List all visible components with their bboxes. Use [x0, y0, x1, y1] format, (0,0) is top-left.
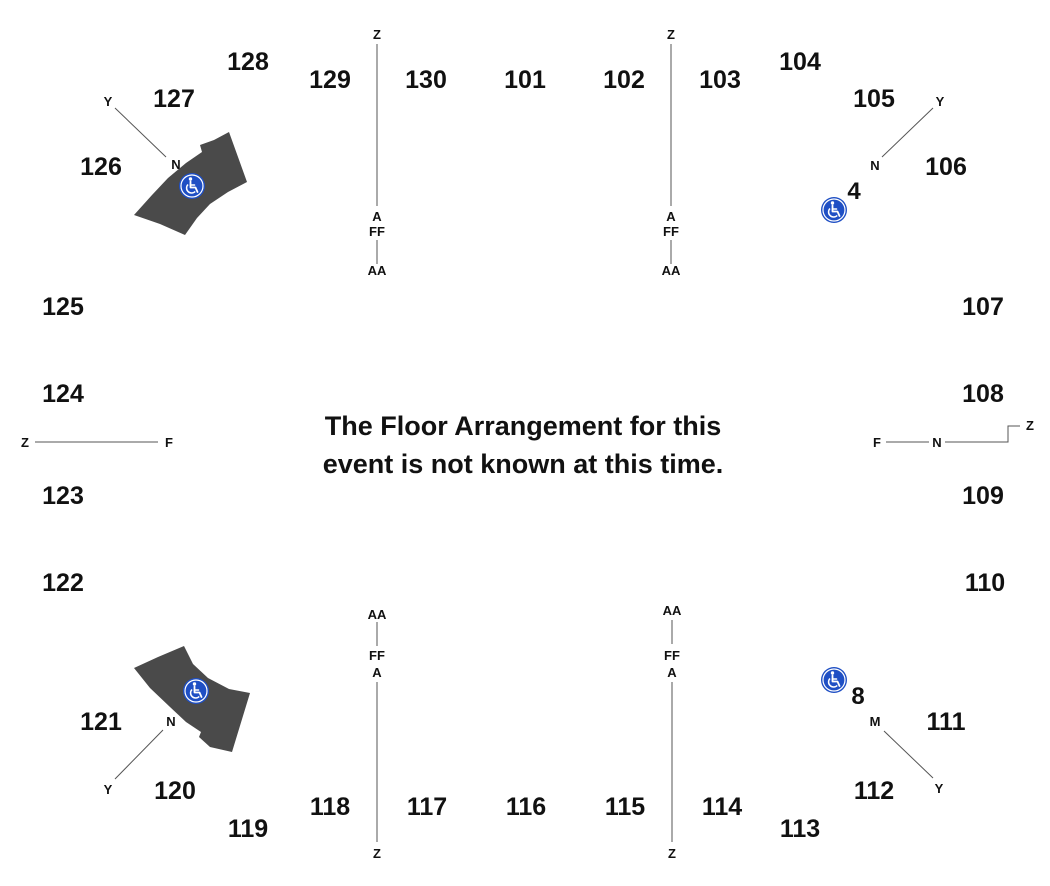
wheelchair-accessible-icon[interactable]	[820, 196, 848, 224]
row-label-z: Z	[373, 846, 381, 861]
row-label-z: Z	[373, 27, 381, 42]
section-122[interactable]: 122	[42, 569, 84, 597]
row-guide-line	[114, 107, 167, 158]
row-label-ff: FF	[663, 224, 679, 239]
row-label-a: A	[372, 665, 382, 680]
wheelchair-accessible-icon	[182, 677, 210, 705]
row-label-aa: AA	[368, 263, 387, 278]
row-label-z: Z	[668, 846, 676, 861]
row-label-aa: AA	[368, 607, 387, 622]
row-label-aa: AA	[662, 263, 681, 278]
row-guide-line	[945, 425, 1020, 443]
section-130[interactable]: 130	[405, 66, 447, 94]
row-label-a: A	[667, 665, 677, 680]
section-120[interactable]: 120	[154, 777, 196, 805]
section-110[interactable]: 110	[965, 569, 1005, 597]
row-label-f: F	[873, 435, 881, 450]
row-label-z: Z	[1026, 418, 1034, 433]
section-101[interactable]: 101	[504, 66, 546, 94]
row-label-a: A	[666, 209, 676, 224]
section-129[interactable]: 129	[309, 66, 351, 94]
section-113[interactable]: 113	[780, 815, 820, 843]
row-label-z: Z	[21, 435, 29, 450]
section-108[interactable]: 108	[962, 380, 1004, 408]
section-119[interactable]: 119	[228, 815, 268, 843]
row-label-z: Z	[667, 27, 675, 42]
section-104[interactable]: 104	[779, 48, 821, 76]
floor-message-line-2: event is not known at this time.	[323, 449, 724, 479]
row-label-y: Y	[104, 782, 113, 797]
section-112[interactable]: 112	[854, 777, 894, 805]
section-103[interactable]: 103	[699, 66, 741, 94]
row-label-aa: AA	[663, 603, 682, 618]
section-114[interactable]: 114	[702, 793, 742, 821]
row-guide-line	[114, 729, 164, 780]
wheelchair-accessible-icon	[178, 172, 206, 200]
accessible-area-4[interactable]: 4	[847, 178, 861, 205]
row-label-n: N	[932, 435, 941, 450]
wheelchair-accessible-icon[interactable]	[820, 666, 848, 694]
row-guide-line	[881, 107, 934, 158]
row-label-f: F	[165, 435, 173, 450]
section-116[interactable]: 116	[506, 793, 546, 821]
accessible-area-8[interactable]: 8	[851, 683, 864, 710]
section-117[interactable]: 117	[407, 793, 447, 821]
section-126[interactable]: 126	[80, 153, 122, 181]
section-107[interactable]: 107	[962, 293, 1004, 321]
section-127[interactable]: 127	[153, 85, 195, 113]
row-label-ff: FF	[664, 648, 680, 663]
row-label-y: Y	[935, 781, 944, 796]
section-106[interactable]: 106	[925, 153, 967, 181]
row-label-a: A	[372, 209, 382, 224]
row-label-ff: FF	[369, 224, 385, 239]
row-label-n: N	[166, 714, 175, 729]
section-102[interactable]: 102	[603, 66, 645, 94]
row-label-n: N	[870, 158, 879, 173]
row-label-y: Y	[104, 94, 113, 109]
section-124[interactable]: 124	[42, 380, 84, 408]
row-label-m: M	[870, 714, 881, 729]
section-105[interactable]: 105	[853, 85, 895, 113]
floor-message-line-1: The Floor Arrangement for this	[325, 411, 722, 441]
row-guide-line	[883, 730, 934, 779]
section-111[interactable]: 111	[927, 708, 966, 736]
section-109[interactable]: 109	[962, 482, 1004, 510]
section-123[interactable]: 123	[42, 482, 84, 510]
row-label-y: Y	[936, 94, 945, 109]
row-label-ff: FF	[369, 648, 385, 663]
section-118[interactable]: 118	[310, 793, 350, 821]
section-125[interactable]: 125	[42, 293, 84, 321]
section-115[interactable]: 115	[605, 793, 645, 821]
row-label-n: N	[171, 157, 180, 172]
section-121[interactable]: 121	[80, 708, 122, 736]
section-128[interactable]: 128	[227, 48, 269, 76]
